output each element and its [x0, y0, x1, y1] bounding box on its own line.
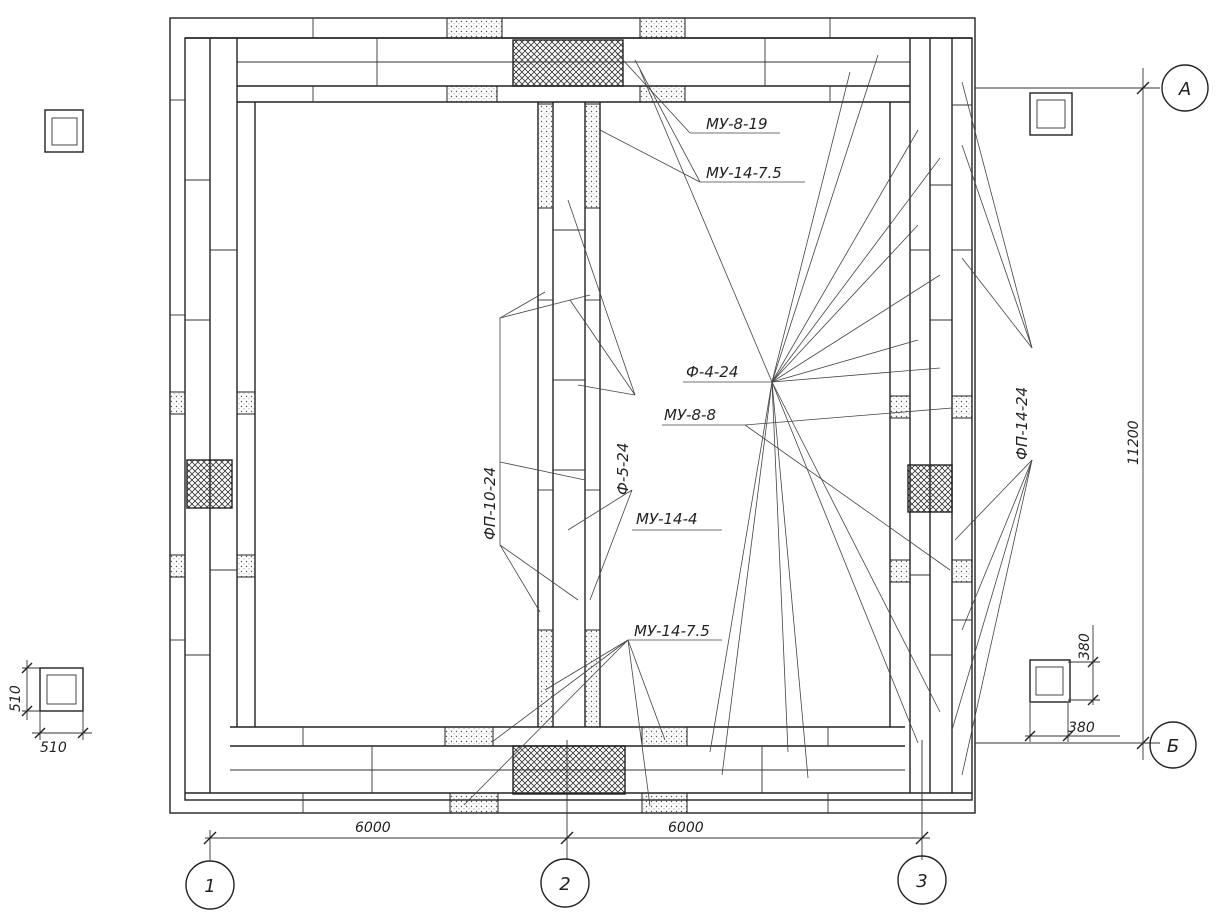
- dim-overall-depth: 11200: [1126, 420, 1142, 465]
- middle-wall-insert: [584, 103, 601, 209]
- bottom-wall-insert: [641, 726, 688, 747]
- bottom-wall-blocks: [185, 726, 972, 814]
- axis-label-1: 1: [204, 876, 215, 897]
- axis-label-3: 3: [916, 871, 927, 892]
- axis-label-2: 2: [559, 874, 570, 895]
- element-labels: МУ-8-19 МУ-14-7.5 Ф-4-24 МУ-8-8 МУ-14-4 …: [481, 115, 1031, 640]
- bottom-wall-hatched-block: [512, 745, 626, 795]
- column-pads: [39, 92, 1073, 712]
- top-wall-insert: [446, 17, 503, 39]
- right-wall-insert: [951, 559, 973, 583]
- label-mu-14-7-5-bottom: МУ-14-7.5: [634, 622, 710, 640]
- left-wall-hatched-block: [186, 459, 233, 509]
- middle-wall-insert: [537, 103, 554, 209]
- dim-pad-height: 510: [8, 685, 24, 712]
- left-wall-insert: [169, 554, 186, 578]
- dim-pier-width: 380: [1068, 720, 1095, 736]
- dim-pad-width: 510: [40, 740, 67, 756]
- right-wall-insert: [951, 395, 973, 419]
- top-wall-hatched-block: [512, 39, 624, 87]
- label-mu-14-7-5-top: МУ-14-7.5: [706, 164, 782, 182]
- axis-label-b: Б: [1167, 736, 1179, 757]
- label-mu-14-4: МУ-14-4: [636, 510, 698, 528]
- label-fp-10-24: ФП-10-24: [481, 467, 499, 540]
- top-wall-blocks: [185, 17, 972, 103]
- grid-axis-bubbles: 1 2 3 А Б: [185, 64, 1209, 910]
- dim-pier-height: 380: [1077, 633, 1093, 660]
- label-f-4-24: Ф-4-24: [686, 363, 738, 381]
- label-mu-8-8: МУ-8-8: [664, 406, 716, 424]
- dim-span-2-3: 6000: [668, 820, 704, 836]
- left-wall-insert: [236, 554, 256, 578]
- label-mu-8-19: МУ-8-19: [706, 115, 768, 133]
- top-wall-insert: [639, 17, 686, 39]
- bottom-wall-insert: [444, 726, 494, 747]
- bottom-wall-insert: [641, 792, 688, 814]
- right-wall-hatched-block: [907, 464, 953, 513]
- right-wall-insert: [889, 559, 911, 583]
- right-wall-insert: [889, 395, 911, 419]
- middle-wall-insert: [584, 629, 601, 728]
- leader-lines: [463, 47, 1033, 807]
- axis-bubble-1: [185, 860, 235, 910]
- left-wall-blocks: [169, 38, 256, 793]
- outer-wall-outline: [169, 17, 976, 814]
- left-wall-insert: [236, 391, 256, 415]
- axis-bubble-3: [897, 855, 947, 905]
- dim-span-1-2: 6000: [355, 820, 391, 836]
- axis-bubble-a: [1161, 64, 1209, 112]
- top-wall-insert: [639, 85, 686, 103]
- label-f-5-24: Ф-5-24: [614, 443, 632, 495]
- right-wall-blocks: [889, 38, 973, 793]
- axis-label-a: А: [1178, 79, 1191, 100]
- middle-wall-insert: [537, 629, 554, 728]
- middle-wall-blocks: [537, 102, 601, 728]
- axis-bubble-b: [1149, 721, 1197, 769]
- axis-bubble-2: [540, 858, 590, 908]
- left-wall-insert: [169, 391, 186, 415]
- label-fp-14-24: ФП-14-24: [1013, 387, 1031, 460]
- top-wall-insert: [446, 85, 498, 103]
- dimension-lines: 6000 6000 11200 380 380 510 510: [8, 68, 1160, 860]
- bottom-wall-insert: [449, 792, 499, 814]
